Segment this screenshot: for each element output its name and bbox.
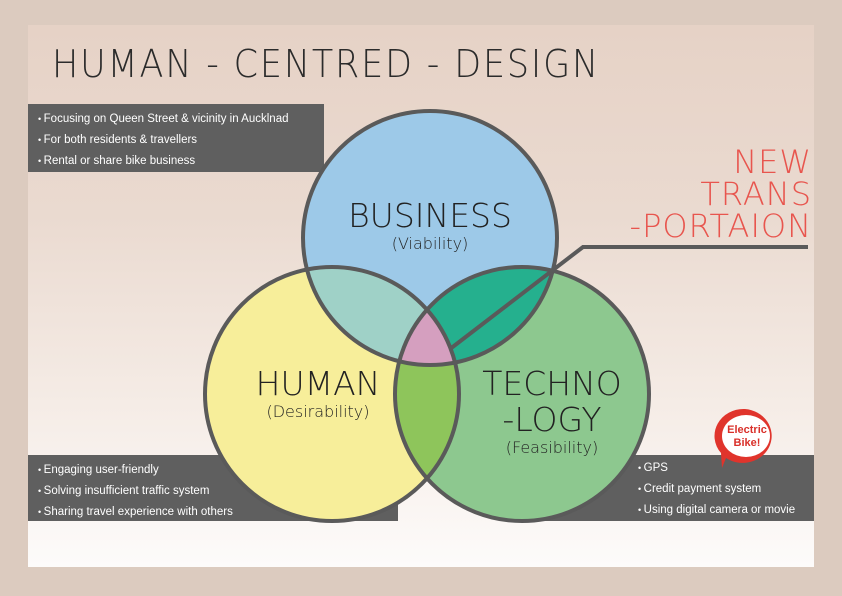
technology-outline <box>393 265 651 523</box>
business-label: BUSINESS (Viability) <box>330 198 530 254</box>
list-item: Using digital camera or movie <box>638 500 814 521</box>
new-transportation-label: NEW TRANS -PORTAION <box>630 146 812 242</box>
technology-label: TECHNO -LOGY (Feasibility) <box>452 366 652 458</box>
human-name: HUMAN <box>255 364 381 403</box>
technology-sub: (Feasibility) <box>505 438 599 457</box>
business-points-bar: Focusing on Queen Street & vicinity in A… <box>28 104 324 172</box>
technology-name-line1: TECHNO <box>482 364 622 403</box>
technology-name-line2: -LOGY <box>502 400 602 439</box>
pointer-line <box>448 245 808 351</box>
new-transportation-line: NEW <box>733 143 812 181</box>
badge-label: Electric Bike! <box>720 424 774 450</box>
new-transportation-line: -PORTAION <box>629 207 812 245</box>
business-human-overlap <box>303 267 459 365</box>
business-sub: (Viability) <box>391 234 469 253</box>
new-transportation-line: TRANS <box>700 175 812 213</box>
list-item: Solving insufficient traffic system <box>38 481 398 502</box>
business-name: BUSINESS <box>348 196 512 235</box>
list-item: Focusing on Queen Street & vicinity in A… <box>38 109 324 130</box>
human-label: HUMAN (Desirability) <box>218 366 418 422</box>
list-item: Credit payment system <box>638 479 814 500</box>
list-item: Engaging user-friendly <box>38 460 398 481</box>
list-item: For both residents & travellers <box>38 130 324 151</box>
business-technology-overlap <box>395 267 557 365</box>
human-sub: (Desirability) <box>266 402 370 421</box>
electric-bike-badge <box>714 408 772 468</box>
page-title: HUMAN - CENTRED - DESIGN <box>52 42 601 86</box>
badge-line: Bike! <box>733 437 761 449</box>
list-item: Sharing travel experience with others <box>38 502 398 523</box>
list-item: Rental or share bike business <box>38 151 324 172</box>
badge-line: Electric <box>727 424 767 436</box>
human-outline <box>203 265 461 523</box>
list-item: GPS <box>638 458 814 479</box>
business-outline <box>301 109 559 367</box>
